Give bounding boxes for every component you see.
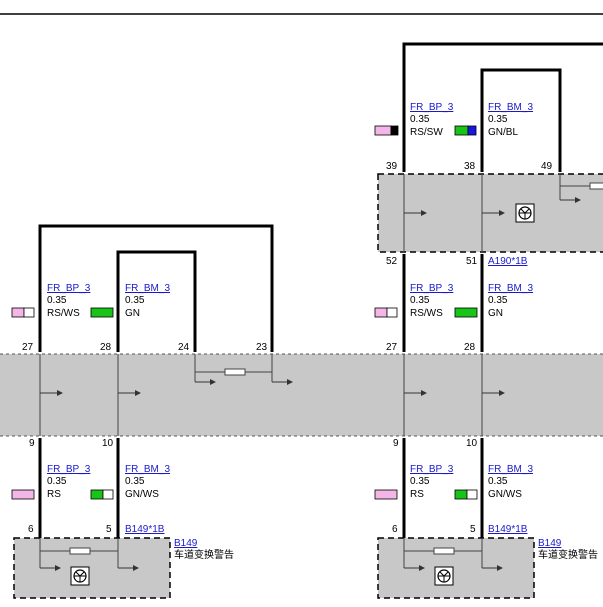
- wire-color-swatch: [374, 125, 392, 136]
- pin-number: 23: [256, 342, 268, 353]
- resistor-b149-left: [69, 547, 91, 555]
- module-bar-middle[interactable]: [0, 354, 603, 436]
- pin-number: 9: [29, 438, 35, 449]
- wire-net-link[interactable]: FR_BP_3: [410, 102, 454, 113]
- resistor-a190: [589, 182, 603, 190]
- wire-color-swatch: [454, 307, 478, 318]
- wire-net-link[interactable]: FR_BM_3: [125, 464, 170, 475]
- wire-color-swatch: [11, 307, 25, 318]
- wire-color-swatch: [90, 489, 104, 500]
- wire-size: 0.35: [488, 476, 508, 487]
- device-name: 车道变换警告: [538, 548, 598, 561]
- wire-net-link[interactable]: FR_BP_3: [47, 464, 91, 475]
- wire-color-swatch: [466, 489, 478, 500]
- wire-color-code: RS: [47, 489, 61, 500]
- wire-color-code: RS/WS: [410, 308, 443, 319]
- wire-color-code: RS/WS: [47, 308, 80, 319]
- wire-net-link[interactable]: FR_BM_3: [488, 102, 533, 113]
- wire-size: 0.35: [488, 295, 508, 306]
- steering-wheel-icon: [434, 566, 454, 586]
- wire-color-code: GN/WS: [488, 489, 522, 500]
- wire-size: 0.35: [410, 114, 430, 125]
- wire-color-swatch: [390, 125, 399, 136]
- wire-color-code: GN/BL: [488, 127, 518, 138]
- wire-color-swatch: [467, 125, 477, 136]
- wire-net-link[interactable]: FR_BM_3: [488, 464, 533, 475]
- pin-number: 52: [386, 256, 398, 267]
- wire-color-swatch: [374, 307, 388, 318]
- wire-net-link[interactable]: FR_BM_3: [125, 283, 170, 294]
- wire-color-code: GN: [488, 308, 503, 319]
- wire-color-swatch: [102, 489, 114, 500]
- wire-color-swatch: [11, 489, 35, 500]
- wire-color-code: RS/SW: [410, 127, 443, 138]
- wire-net-link[interactable]: FR_BM_3: [488, 283, 533, 294]
- resistor-b149-right: [433, 547, 455, 555]
- wire-color-swatch: [386, 307, 398, 318]
- pin-number: 5: [470, 524, 476, 535]
- pin-number: 28: [464, 342, 476, 353]
- connector-link[interactable]: A190*1B: [488, 256, 528, 267]
- pin-number: 49: [541, 161, 553, 172]
- pin-number: 10: [102, 438, 114, 449]
- wire-color-swatch: [23, 307, 35, 318]
- wire-size: 0.35: [488, 114, 508, 125]
- pin-number: 9: [393, 438, 399, 449]
- wire-size: 0.35: [410, 476, 430, 487]
- wire-net-link[interactable]: FR_BP_3: [410, 464, 454, 475]
- device-name: 车道变换警告: [174, 548, 234, 561]
- wire-size: 0.35: [47, 295, 67, 306]
- pin-number: 5: [106, 524, 112, 535]
- pin-number: 38: [464, 161, 476, 172]
- wire-color-swatch: [90, 307, 114, 318]
- pin-number: 39: [386, 161, 398, 172]
- wire-color-code: GN/WS: [125, 489, 159, 500]
- device-link[interactable]: B149: [174, 538, 198, 549]
- wire-color-swatch: [454, 489, 468, 500]
- pin-number: 6: [392, 524, 398, 535]
- wire-color-swatch: [374, 489, 398, 500]
- pin-number: 6: [28, 524, 34, 535]
- wire-color-code: RS: [410, 489, 424, 500]
- module-b149-left[interactable]: [13, 537, 171, 599]
- steering-wheel-icon: [515, 203, 535, 223]
- wire-size: 0.35: [125, 476, 145, 487]
- resistor-middle: [224, 368, 246, 376]
- wire-net-link[interactable]: FR_BP_3: [47, 283, 91, 294]
- pin-number: 51: [466, 256, 478, 267]
- pin-number: 27: [386, 342, 398, 353]
- pin-number: 24: [178, 342, 190, 353]
- device-link[interactable]: B149: [538, 538, 562, 549]
- steering-wheel-icon: [70, 566, 90, 586]
- wire-size: 0.35: [410, 295, 430, 306]
- connector-link[interactable]: B149*1B: [125, 524, 165, 535]
- wire-color-code: GN: [125, 308, 140, 319]
- connector-link[interactable]: B149*1B: [488, 524, 528, 535]
- pin-number: 27: [22, 342, 34, 353]
- wires: [38, 42, 603, 538]
- signal-arrows: [40, 197, 581, 571]
- wire-size: 0.35: [47, 476, 67, 487]
- wire-net-link[interactable]: FR_BP_3: [410, 283, 454, 294]
- pin-number: 28: [100, 342, 112, 353]
- module-b149-right[interactable]: [377, 537, 535, 599]
- pin-number: 10: [466, 438, 478, 449]
- internal-lines: [39, 174, 590, 568]
- wire-color-swatch: [454, 125, 469, 136]
- wire-size: 0.35: [125, 295, 145, 306]
